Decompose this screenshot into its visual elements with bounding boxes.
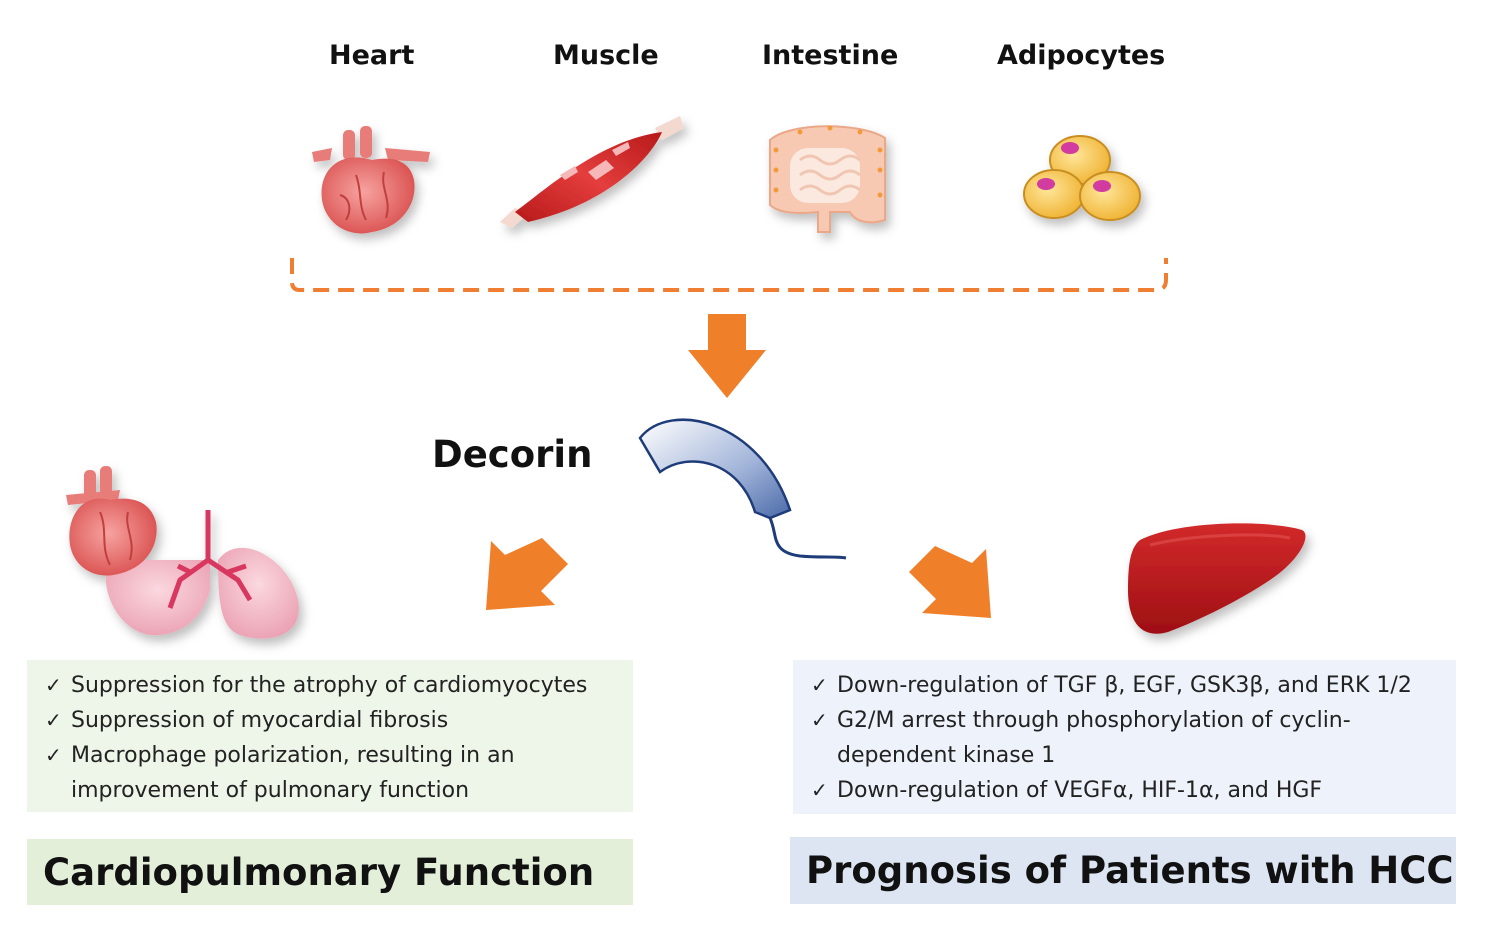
decorin-label: Decorin [432,433,593,476]
list-item: ✓Suppression of myocardial fibrosis [45,703,615,738]
cardiopulmonary-effects-box: ✓Suppression for the atrophy of cardiomy… [27,660,633,812]
hcc-prognosis-title: Prognosis of Patients with HCC [790,837,1456,904]
grouping-bracket [290,258,1168,292]
heart-lung-icon [66,466,299,639]
left-arrow-icon [486,538,568,610]
cardiopulmonary-title: Cardiopulmonary Function [27,839,633,905]
muscle-icon [500,116,684,228]
list-item: ✓Suppression for the atrophy of cardiomy… [45,668,615,703]
muscle-label: Muscle [553,40,659,71]
decorin-molecule-icon [638,418,847,560]
checkmark-icon: ✓ [811,673,828,697]
intestine-icon [769,125,886,233]
list-item: ✓G2/M arrest through phosphorylation of … [811,703,1438,773]
right-arrow-icon [909,546,991,618]
liver-icon [1128,523,1306,634]
list-item: ✓Down-regulation of TGF β, EGF, GSK3β, a… [811,668,1438,703]
list-item: ✓Macrophage polarization, resulting in a… [45,738,615,808]
list-item: ✓Down-regulation of VEGFα, HIF-1α, and H… [811,773,1438,808]
intestine-label: Intestine [762,40,899,71]
checkmark-icon: ✓ [811,708,828,732]
heart-label: Heart [329,40,415,71]
checkmark-icon: ✓ [45,743,62,767]
hcc-effects-box: ✓Down-regulation of TGF β, EGF, GSK3β, a… [793,660,1456,814]
checkmark-icon: ✓ [45,708,62,732]
down-arrow-icon [688,314,766,398]
checkmark-icon: ✓ [811,778,828,802]
checkmark-icon: ✓ [45,673,62,697]
adipocytes-label: Adipocytes [997,40,1166,71]
adipocytes-icon [1023,135,1141,221]
heart-icon [312,126,430,234]
